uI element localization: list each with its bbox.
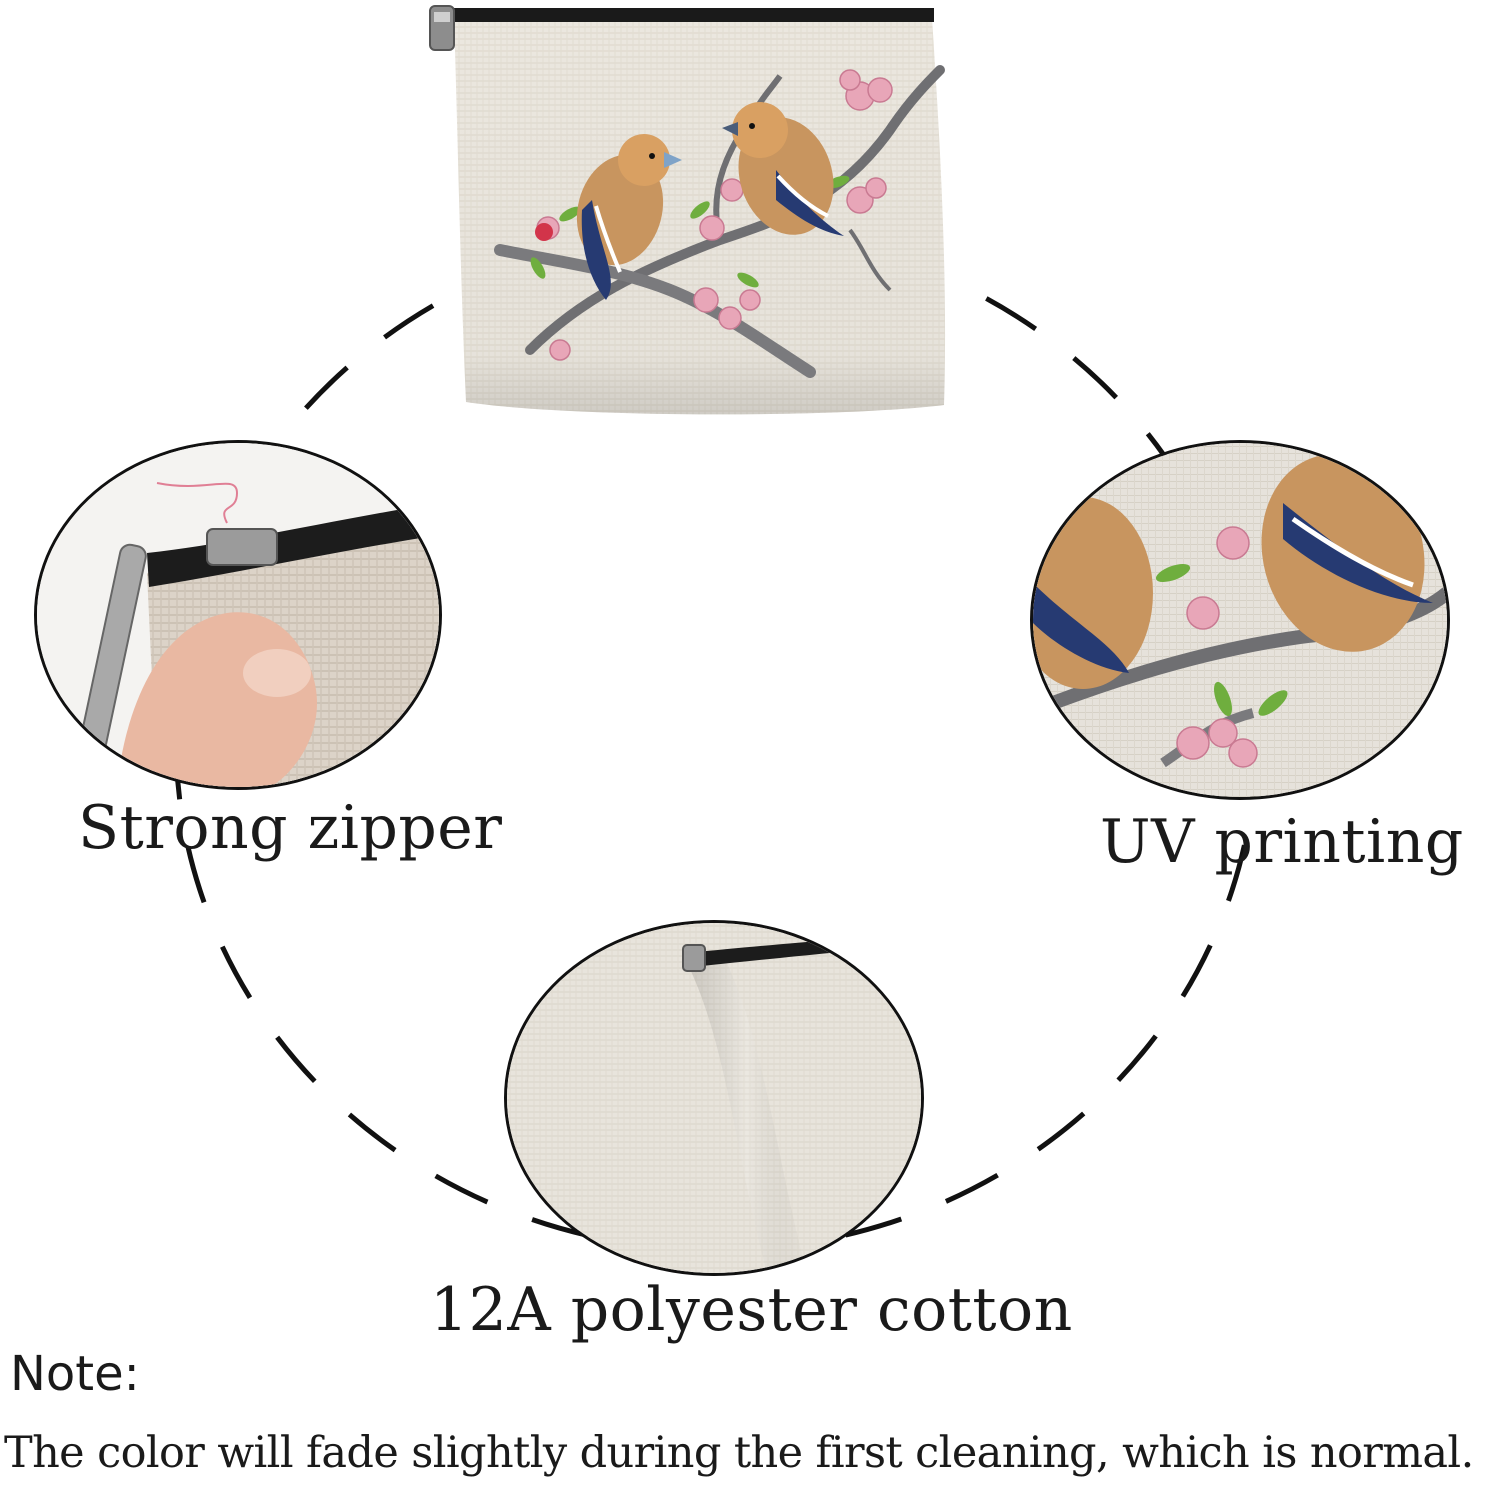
zipper-pull-icon — [37, 443, 439, 787]
bird-print-icon — [1033, 443, 1447, 797]
zipper-closeup-photo — [34, 440, 442, 790]
feature-label-uv-printing: UV printing — [1100, 807, 1464, 877]
feature-label-zipper: Strong zipper — [78, 793, 503, 863]
feature-label-fabric: 12A polyester cotton — [430, 1275, 1073, 1345]
fabric-closeup-photo — [504, 920, 924, 1276]
bird-pouch-icon — [429, 5, 946, 415]
fabric-texture-icon — [507, 923, 921, 1273]
uv-print-closeup-photo — [1030, 440, 1450, 800]
note-heading: Note: — [10, 1346, 140, 1402]
note-text: The color will fade slightly during the … — [4, 1428, 1474, 1478]
